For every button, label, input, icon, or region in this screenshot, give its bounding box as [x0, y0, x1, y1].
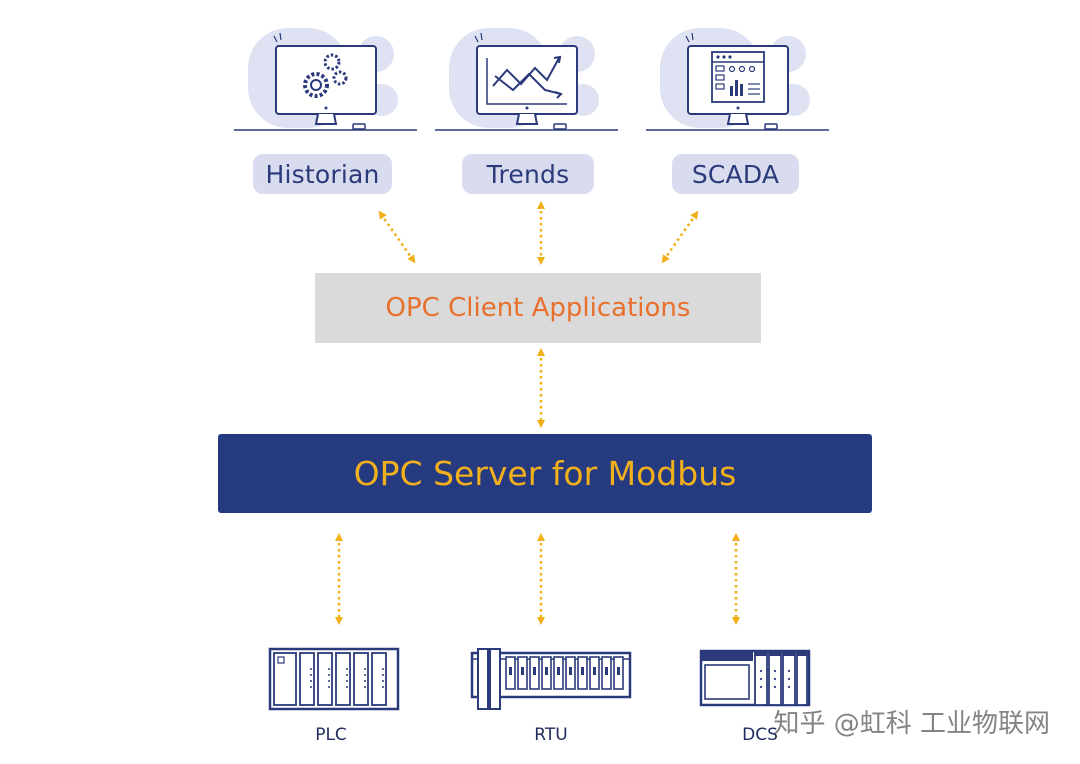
opc-server-modbus-box: OPC Server for Modbus	[218, 434, 872, 513]
arrow-scada-client	[661, 210, 699, 264]
trends-station	[435, 28, 635, 138]
trends-label: Trends	[462, 154, 594, 194]
opc-client-applications-box: OPC Client Applications	[315, 273, 761, 343]
gears-monitor-icon	[234, 28, 417, 131]
arrow-historian-client	[378, 210, 416, 264]
historian-label: Historian	[253, 154, 392, 194]
rtu-rack-icon	[470, 648, 632, 710]
rtu-device	[470, 647, 632, 717]
plc-label: PLC	[315, 725, 347, 745]
plc-device	[268, 647, 400, 717]
scada-station	[646, 28, 846, 138]
trend-chart-monitor-icon	[435, 28, 618, 131]
scada-label: SCADA	[672, 154, 799, 194]
watermark-text: 知乎 @虹科 工业物联网	[773, 709, 1050, 739]
rtu-label: RTU	[534, 725, 568, 745]
dcs-rack-icon	[699, 649, 811, 707]
dashboard-monitor-icon	[646, 28, 829, 131]
dcs-label: DCS	[742, 725, 778, 745]
historian-station	[234, 28, 434, 138]
plc-rack-icon	[268, 647, 400, 711]
dcs-device	[699, 649, 811, 713]
